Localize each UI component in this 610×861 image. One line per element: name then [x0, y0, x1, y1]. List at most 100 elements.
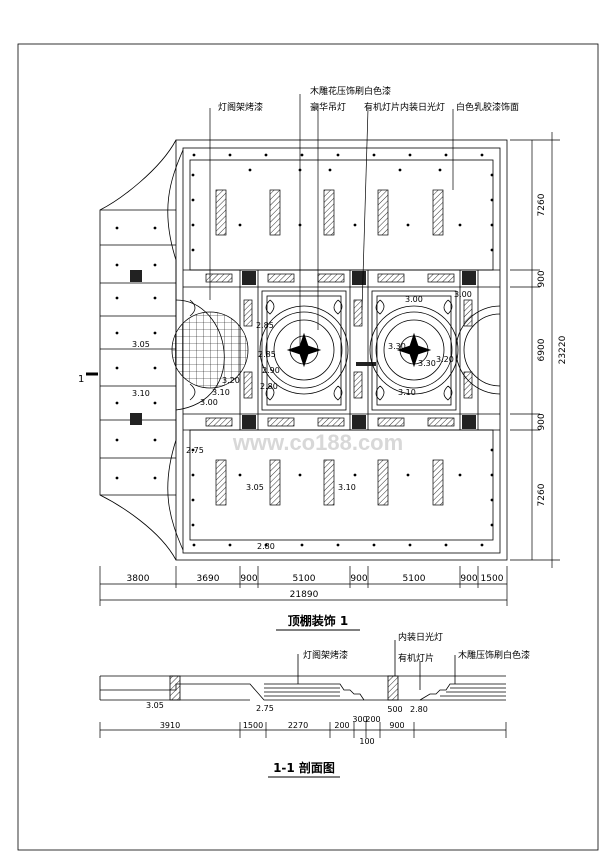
svg-text:900: 900: [537, 270, 547, 287]
downlight-dot: [336, 543, 340, 547]
svg-text:3910: 3910: [160, 721, 180, 730]
downlight-dot: [191, 223, 195, 227]
downlight-dot: [153, 263, 157, 267]
callout-lamp-frame: 灯阁架烤漆: [218, 101, 263, 113]
downlight-dot: [490, 498, 494, 502]
downlight-dot: [490, 248, 494, 252]
svg-text:有机灯片: 有机灯片: [398, 652, 434, 664]
svg-text:1-1 剖面图: 1-1 剖面图: [273, 760, 335, 775]
downlight-dot: [490, 173, 494, 177]
svg-text:900: 900: [537, 413, 547, 430]
downlight-dot: [115, 438, 119, 442]
callout-fluorescent: 有机灯片内装日光灯: [364, 101, 445, 113]
downlight-dot: [115, 476, 119, 480]
svg-text:3.10: 3.10: [212, 388, 230, 397]
svg-text:3.05: 3.05: [246, 483, 264, 492]
section-callouts: 内装日光灯 有机灯片 灯阁架烤漆 木雕压饰刷白色漆: [303, 631, 530, 664]
svg-text:21890: 21890: [290, 590, 319, 600]
downlight-dot: [115, 401, 119, 405]
plan-title: 顶棚装饰 1: [276, 613, 360, 631]
downlight-dot: [444, 543, 448, 547]
downlight-dot: [490, 198, 494, 202]
grid-skylight: [171, 299, 249, 411]
round-medallion-partial: [455, 305, 501, 395]
svg-text:200: 200: [365, 715, 380, 724]
downlight-dot: [353, 223, 357, 227]
downlight-dot: [300, 543, 304, 547]
section-marker: 1: [78, 372, 98, 385]
svg-text:2.75: 2.75: [186, 446, 204, 455]
downlight-dot: [328, 168, 332, 172]
svg-text:3.00: 3.00: [405, 295, 423, 304]
downlight-dot: [372, 153, 376, 157]
svg-text:7260: 7260: [537, 193, 547, 216]
downlight-dot: [228, 543, 232, 547]
svg-text:内装日光灯: 内装日光灯: [398, 631, 443, 643]
svg-text:3.10: 3.10: [132, 389, 150, 398]
svg-text:200: 200: [334, 721, 349, 730]
svg-text:900: 900: [350, 574, 367, 584]
downlight-dot: [480, 153, 484, 157]
svg-text:5100: 5100: [403, 574, 426, 584]
svg-text:3.05: 3.05: [132, 340, 150, 349]
downlight-dot: [490, 473, 494, 477]
downlight-dot: [238, 223, 242, 227]
svg-text:2.85: 2.85: [256, 321, 274, 330]
downlight-dot: [238, 473, 242, 477]
svg-text:2.90: 2.90: [262, 366, 280, 375]
svg-text:3.20: 3.20: [436, 355, 454, 364]
svg-text:2.80: 2.80: [260, 382, 278, 391]
callout-chandelier: 豪华吊灯: [310, 101, 346, 113]
downlight-dot: [191, 448, 195, 452]
callout-white-paint: 白色乳胶漆饰面: [456, 101, 519, 113]
downlight-dot: [490, 223, 494, 227]
section-dimension-labels: 3910 1500 2270 200 300 200 900 500 100: [160, 705, 405, 746]
downlight-dot: [353, 473, 357, 477]
downlight-dot: [153, 438, 157, 442]
section-dimensions: [99, 722, 507, 738]
svg-text:100: 100: [359, 737, 374, 746]
downlight-dot: [191, 498, 195, 502]
svg-text:3.30: 3.30: [418, 359, 436, 368]
downlight-dot: [406, 473, 410, 477]
downlight-dot: [153, 366, 157, 370]
downlight-dot: [115, 226, 119, 230]
downlight-dot: [444, 153, 448, 157]
bottom-dimension-labels: 3800 3690 900 5100 900 5100 900 1500 218…: [127, 574, 504, 600]
drawing-border: [17, 43, 599, 851]
downlight-dot: [408, 543, 412, 547]
svg-text:3.10: 3.10: [398, 388, 416, 397]
downlight-dot: [153, 401, 157, 405]
downlight-dot: [438, 168, 442, 172]
svg-text:23220: 23220: [558, 335, 568, 364]
svg-text:2270: 2270: [288, 721, 308, 730]
downlight-dots: [115, 153, 494, 547]
downlight-dot: [336, 153, 340, 157]
downlight-dot: [191, 198, 195, 202]
svg-text:900: 900: [460, 574, 477, 584]
svg-text:6900: 6900: [537, 338, 547, 361]
downlight-dot: [264, 153, 268, 157]
downlight-dot: [153, 226, 157, 230]
section-elevations: 3.05 2.75 2.80: [146, 701, 428, 714]
downlight-dot: [248, 168, 252, 172]
downlight-dot: [398, 168, 402, 172]
downlight-dot: [191, 473, 195, 477]
downlight-dot: [191, 248, 195, 252]
downlight-dot: [191, 523, 195, 527]
svg-text:7260: 7260: [537, 483, 547, 506]
svg-text:5100: 5100: [293, 574, 316, 584]
downlight-dot: [228, 153, 232, 157]
downlight-dot: [480, 543, 484, 547]
svg-text:3.00: 3.00: [454, 290, 472, 299]
svg-text:www.co188.com: www.co188.com: [232, 430, 403, 455]
svg-text:1: 1: [78, 374, 84, 385]
downlight-dot: [264, 543, 268, 547]
elevation-labels: 3.00 2.85 2.85 2.90 2.80 3.20 3.10 3.00 …: [132, 290, 472, 551]
downlight-dot: [300, 153, 304, 157]
right-dimensions: [510, 132, 560, 568]
svg-text:2.80: 2.80: [410, 705, 428, 714]
section-title: 1-1 剖面图: [268, 760, 340, 778]
svg-text:2.80: 2.80: [257, 542, 275, 551]
svg-text:500: 500: [387, 705, 402, 714]
